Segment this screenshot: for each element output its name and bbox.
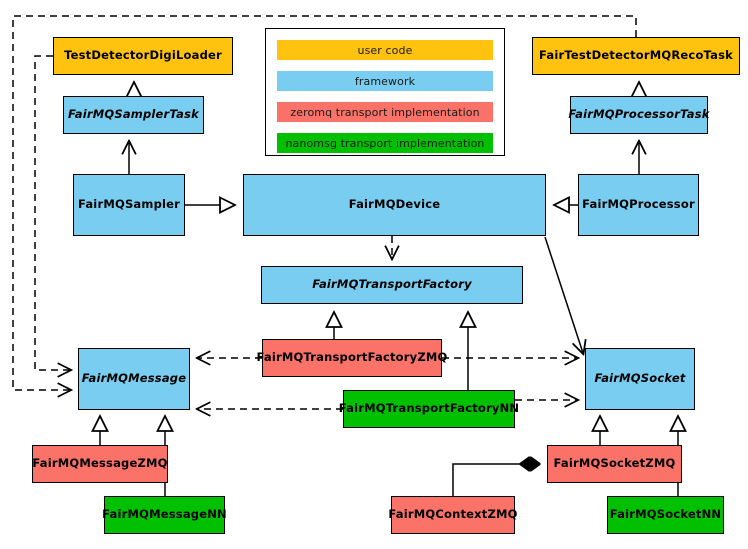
class-box-FairMQSamplerTask[interactable]: FairMQSamplerTask — [63, 96, 204, 134]
edge-socketzmq-to-contextzmq — [452, 464, 539, 496]
class-box-FairMQSocketZMQ[interactable]: FairMQSocketZMQ — [547, 445, 682, 483]
class-box-FairMQTransportFactory[interactable]: FairMQTransportFactory — [261, 266, 523, 304]
legend-item-zeromq: zeromq transport implementation — [277, 102, 493, 122]
legend-item-nanomsg: nanomsg transport implementation — [277, 133, 493, 153]
class-box-FairMQDevice[interactable]: FairMQDevice — [243, 174, 546, 236]
class-box-FairTestDetectorMQRecoTask[interactable]: FairTestDetectorMQRecoTask — [532, 37, 740, 75]
class-box-FairMQProcessor[interactable]: FairMQProcessor — [578, 174, 699, 236]
class-box-FairMQSocket[interactable]: FairMQSocket — [585, 348, 695, 410]
class-box-FairMQMessageZMQ[interactable]: FairMQMessageZMQ — [32, 445, 168, 483]
class-box-FairMQSampler[interactable]: FairMQSampler — [73, 174, 185, 236]
edge-device-to-socket — [544, 236, 583, 353]
class-box-FairMQProcessorTask[interactable]: FairMQProcessorTask — [568, 96, 709, 134]
class-box-FairMQMessageNN[interactable]: FairMQMessageNN — [102, 496, 227, 534]
class-box-FairMQMessage[interactable]: FairMQMessage — [78, 348, 190, 410]
class-box-TestDetectorDigiLoader[interactable]: TestDetectorDigiLoader — [53, 37, 233, 75]
class-box-FairMQTransportFactoryNN[interactable]: FairMQTransportFactoryNN — [339, 390, 519, 428]
legend-item-user_code: user code — [277, 40, 493, 60]
class-box-FairMQSocketNN[interactable]: FairMQSocketNN — [607, 496, 724, 534]
class-box-FairMQTransportFactoryZMQ[interactable]: FairMQTransportFactoryZMQ — [257, 339, 447, 377]
class-box-FairMQContextZMQ[interactable]: FairMQContextZMQ — [388, 496, 517, 534]
legend-item-framework: framework — [277, 71, 493, 91]
